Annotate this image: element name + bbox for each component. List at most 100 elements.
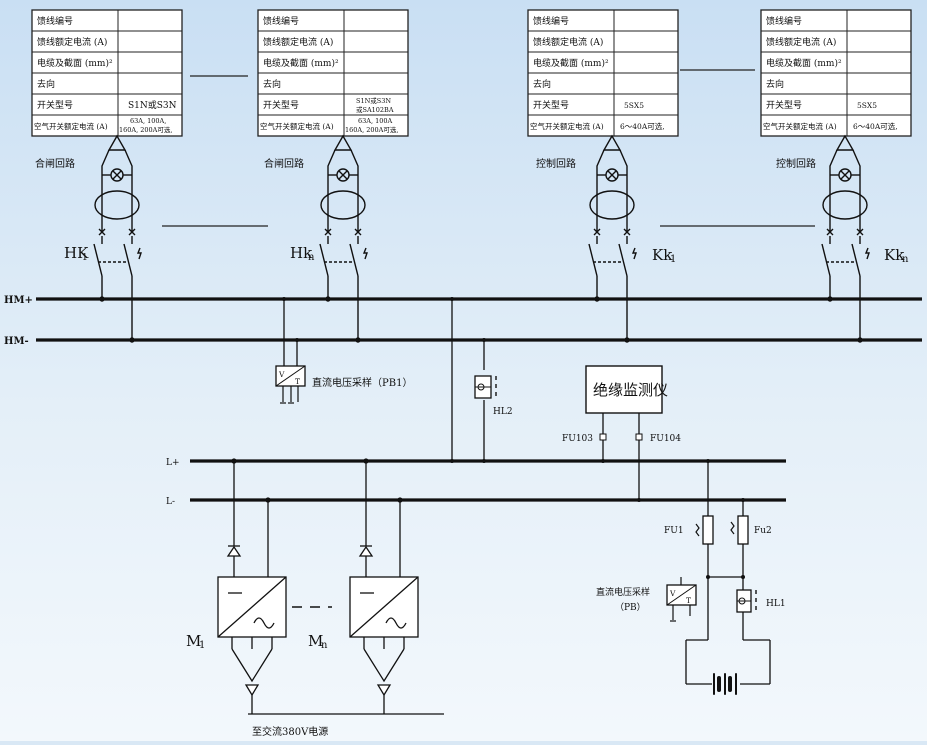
feeder-table-3: 馈线编号 馈线额定电流 (A) 电缆及截面 (mm)² 去向 开关型号 空气开关…	[527, 9, 679, 137]
circuit-label-4: 控制回路	[776, 157, 816, 170]
branch-triangle	[107, 134, 127, 151]
t1-r5-value: S1N或S3N	[128, 99, 177, 111]
switch-blade-right	[618, 243, 628, 277]
node-fu104-l-minus	[637, 498, 641, 502]
t4-r6-label: 空气开关额定电流 (A)	[763, 121, 837, 131]
circuit-label-2: 合闸回路	[264, 157, 304, 170]
battery-icon	[713, 673, 737, 695]
node-pb-left	[706, 575, 710, 579]
node-fu103-l-plus	[601, 459, 605, 463]
t3-r6-label: 空气开关额定电流 (A)	[530, 121, 604, 131]
pb1-t-glyph: T	[295, 377, 300, 386]
dc-sampler-pb1: V T	[275, 365, 306, 404]
t3-r3-label: 电缆及截面 (mm)²	[533, 57, 609, 69]
node-pb-right	[741, 575, 745, 579]
t2-r5-label: 开关型号	[263, 99, 299, 111]
switch-trip-icon	[136, 247, 142, 260]
t1-r3-label: 电缆及截面 (mm)²	[37, 57, 113, 69]
pb-v-glyph: V	[669, 589, 676, 598]
rectifier-module-2	[349, 458, 419, 714]
t3-r4-label: 去向	[533, 78, 551, 90]
node-pb1-hm-plus	[282, 297, 286, 301]
fu103-fuse	[599, 433, 607, 441]
t3-r5-label: 开关型号	[533, 99, 569, 111]
node-hl2-l-plus	[482, 459, 486, 463]
switch-hk1-sub: 1	[82, 253, 88, 263]
fu1-label: FU1	[664, 526, 684, 536]
branch-ct-icon	[589, 190, 635, 220]
t2-r4-label: 去向	[263, 78, 281, 90]
t2-r2-label: 馈线额定电流 (A)	[263, 36, 333, 48]
node-fu2-l-minus	[741, 498, 745, 502]
feeder-branch-1	[93, 134, 142, 343]
bus-l-minus-label: L-	[166, 497, 175, 507]
t4-r2-label: 馈线额定电流 (A)	[766, 36, 836, 48]
t4-r4-label: 去向	[766, 78, 784, 90]
module-mn-sub: n	[321, 640, 328, 651]
t1-r1-label: 馈线编号	[37, 15, 73, 27]
t2-r6-label: 空气开关额定电流 (A)	[260, 121, 334, 131]
switch-kk1-label: Kk	[652, 246, 673, 264]
fu104-fuse	[635, 433, 643, 441]
battery-wiring	[685, 461, 771, 685]
fu103-label: FU103	[562, 434, 593, 444]
feeder-branch-2	[319, 134, 368, 343]
switch-blade-right	[123, 243, 133, 277]
fu104-label: FU104	[650, 434, 681, 444]
fu2-label: Fu2	[754, 526, 772, 536]
insulation-monitor-label: 绝缘监测仪	[593, 381, 668, 399]
switch-hkn-label: Hk	[290, 244, 313, 262]
t4-r1-label: 馈线编号	[766, 15, 802, 27]
t2-r3-label: 电缆及截面 (mm)²	[263, 57, 339, 69]
feeder-table-4: 馈线编号 馈线额定电流 (A) 电缆及截面 (mm)² 去向 开关型号 空气开关…	[760, 9, 912, 137]
module-m1-sub: 1	[199, 640, 205, 651]
t3-r2-label: 馈线额定电流 (A)	[533, 36, 603, 48]
branch-triangle	[333, 134, 353, 151]
fu2-arrow-icon	[730, 521, 735, 535]
hl2-label: HL2	[493, 407, 513, 417]
pb1-v-glyph: V	[278, 370, 285, 379]
branch-triangle	[835, 134, 855, 151]
circuit-label-1: 合闸回路	[35, 157, 75, 170]
node-tie-l-plus	[450, 459, 454, 463]
circuit-label-3: 控制回路	[536, 157, 576, 170]
switch-blade-right	[851, 243, 861, 277]
t4-r5-value: 5SX5	[857, 101, 877, 110]
t1-r4-label: 去向	[37, 78, 55, 90]
branch-ct-icon	[94, 190, 140, 220]
t3-r1-label: 馈线编号	[533, 15, 569, 27]
t2-r6-value2: 160A, 200A可选,	[345, 125, 398, 134]
ac-source-label: 至交流380V电源	[252, 725, 328, 738]
feeder-table-2: 馈线编号 馈线额定电流 (A) 电缆及截面 (mm)² 去向 开关型号 空气开关…	[257, 9, 409, 137]
switch-trip-icon	[864, 247, 870, 260]
fu1-fuse	[702, 515, 714, 545]
hl1-indicator	[736, 589, 757, 613]
t2-r5-value2: 或SA102BA	[356, 105, 394, 114]
switch-blade-right	[349, 243, 359, 277]
t4-r6-value: 6～40A可选,	[853, 121, 898, 131]
rectifier-module-1	[217, 458, 287, 714]
module-mn-label: M	[308, 632, 323, 650]
t1-r6-value2: 160A, 200A可选,	[119, 125, 172, 134]
switch-hkn-sub: n	[308, 252, 315, 263]
switch-trip-icon	[631, 247, 637, 260]
dc-sampler-pb1-label: 直流电压采样（PB1）	[312, 376, 412, 389]
node-hl2-hm-minus	[482, 338, 486, 342]
t1-r6-value: 63A, 100A,	[130, 117, 166, 125]
module-m1-label: M	[186, 632, 201, 650]
bus-l-plus-label: L+	[166, 458, 180, 468]
bus-hm-minus-label: HM-	[4, 336, 29, 347]
switch-kkn-sub: n	[902, 254, 909, 265]
diode-icon	[226, 545, 242, 557]
diode-icon	[358, 545, 374, 557]
dc-sampler-pb-label-2: （PB）	[615, 602, 646, 613]
t4-r5-label: 开关型号	[766, 99, 802, 111]
node-tie-hm-plus	[450, 297, 454, 301]
t3-r5-value: 5SX5	[624, 101, 644, 110]
bus-hm-plus-label: HM+	[4, 295, 33, 306]
hl1-label: HL1	[766, 599, 786, 609]
switch-blade-left	[588, 243, 598, 277]
feeder-branch-3	[588, 134, 637, 343]
